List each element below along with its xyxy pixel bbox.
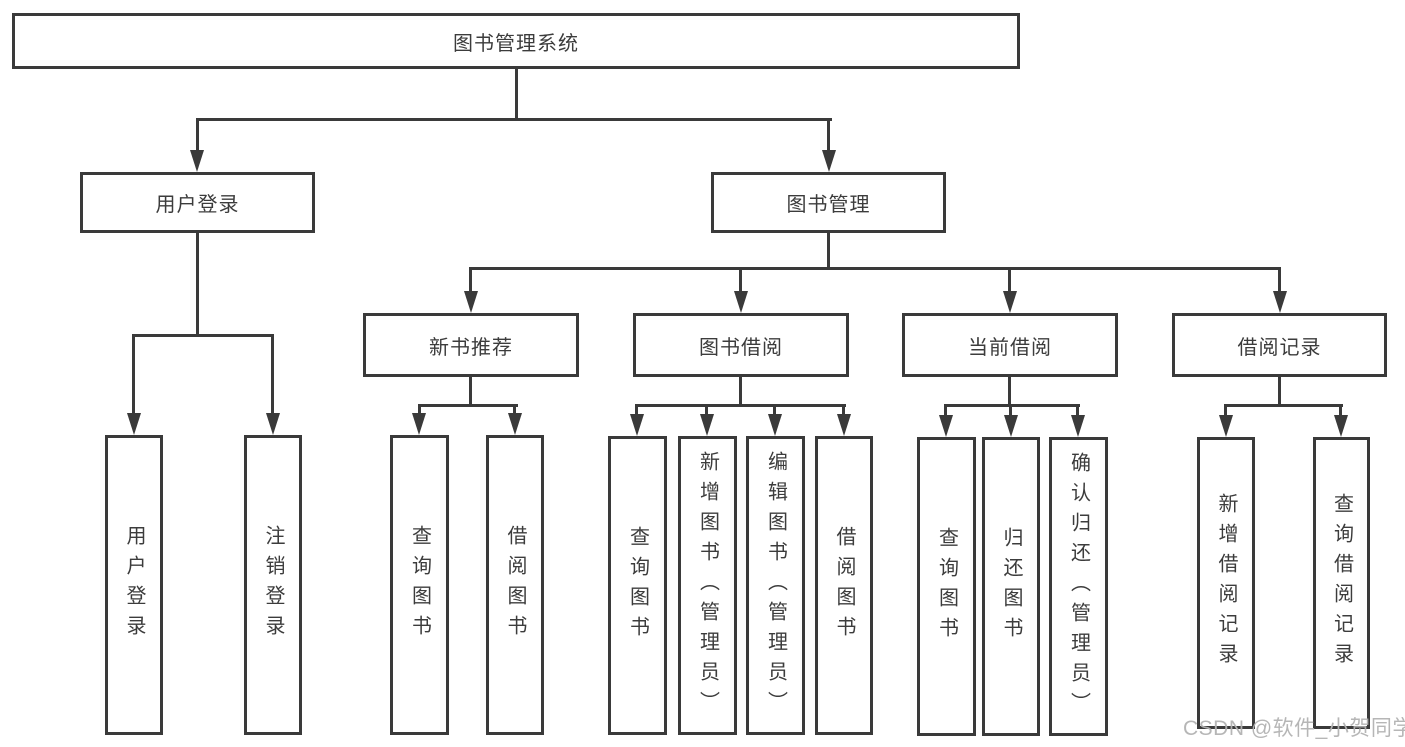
node-query-books-current: 查询图书 — [917, 437, 976, 736]
node-current-borrowing: 当前借阅 — [902, 313, 1118, 377]
connector-line — [635, 404, 846, 407]
connector-line — [132, 334, 135, 416]
arrow-down-icon — [768, 414, 782, 436]
arrow-down-icon — [700, 414, 714, 436]
arrow-down-icon — [464, 291, 478, 313]
node-library-system: 图书管理系统 — [12, 13, 1020, 69]
connector-line — [1278, 374, 1281, 406]
node-book-management: 图书管理 — [711, 172, 946, 233]
connector-line — [944, 404, 947, 418]
node-label: 查询借阅记录 — [1330, 493, 1353, 673]
connector-line — [515, 66, 518, 120]
connector-line — [1008, 374, 1011, 406]
connector-line — [196, 230, 199, 336]
arrow-down-icon — [1071, 415, 1085, 437]
arrow-down-icon — [1003, 291, 1017, 313]
arrow-down-icon — [837, 414, 851, 436]
node-label: 确认归还（管理员） — [1067, 451, 1090, 722]
connector-line — [635, 404, 638, 417]
connector-line — [1224, 404, 1227, 418]
node-new-book-recommend: 新书推荐 — [363, 313, 579, 377]
node-label: 借阅图书 — [833, 525, 855, 646]
arrow-down-icon — [1273, 291, 1287, 313]
node-confirm-return-admin: 确认归还（管理员） — [1049, 437, 1108, 736]
connector-line — [271, 334, 274, 416]
connector-line — [469, 374, 472, 406]
connector-line — [1339, 404, 1342, 418]
connector-line — [705, 404, 708, 417]
node-book-borrowing: 图书借阅 — [633, 313, 849, 377]
connector-line — [1076, 404, 1079, 418]
arrow-down-icon — [630, 414, 644, 436]
connector-line — [827, 118, 830, 154]
connector-line — [944, 404, 1080, 407]
node-label: 当前借阅 — [968, 336, 1052, 359]
connector-line — [1008, 267, 1011, 294]
arrow-down-icon — [822, 150, 836, 172]
node-return-books: 归还图书 — [982, 437, 1040, 736]
node-label: 借阅图书 — [504, 525, 526, 645]
node-user-login-leaf: 用户登录 — [105, 435, 163, 735]
node-label: 查询图书 — [626, 525, 649, 646]
connector-line — [196, 118, 199, 154]
node-label: 用户登录 — [155, 194, 240, 216]
csdn-watermark: CSDN @软件_小贺同学 — [1183, 717, 1405, 740]
node-label: 新增借阅记录 — [1215, 493, 1237, 673]
node-query-books-recommend: 查询图书 — [390, 435, 449, 735]
arrow-down-icon — [1219, 415, 1233, 437]
node-label: 编辑图书（管理员） — [764, 450, 787, 721]
connector-line — [1224, 404, 1343, 407]
arrow-down-icon — [190, 150, 204, 172]
connector-line — [842, 404, 845, 417]
arrow-down-icon — [412, 413, 426, 435]
node-label: 用户登录 — [123, 525, 145, 645]
connector-line — [513, 404, 516, 416]
connector-line — [469, 267, 472, 294]
arrow-down-icon — [939, 415, 953, 437]
node-label: 注销登录 — [262, 525, 284, 645]
node-add-borrow-record: 新增借阅记录 — [1197, 437, 1255, 729]
node-label: 查询图书 — [408, 525, 431, 645]
connector-line — [132, 334, 274, 337]
node-borrow-books-recommend: 借阅图书 — [486, 435, 544, 735]
arrow-down-icon — [734, 291, 748, 313]
node-label: 查询图书 — [935, 526, 958, 647]
arrow-down-icon — [127, 413, 141, 435]
connector-line — [469, 267, 1281, 270]
connector-line — [827, 230, 830, 270]
node-query-books-borrowing: 查询图书 — [608, 436, 667, 735]
connector-line — [739, 267, 742, 294]
node-query-borrow-record: 查询借阅记录 — [1313, 437, 1370, 729]
connector-line — [196, 118, 832, 121]
node-edit-books-admin: 编辑图书（管理员） — [746, 436, 805, 735]
node-logout: 注销登录 — [244, 435, 302, 735]
node-user-login: 用户登录 — [80, 172, 315, 233]
arrow-down-icon — [266, 413, 280, 435]
connector-line — [1278, 267, 1281, 294]
node-borrow-books-borrowing: 借阅图书 — [815, 436, 873, 735]
node-label: 图书管理 — [786, 194, 871, 216]
connector-line — [739, 374, 742, 406]
arrow-down-icon — [1334, 415, 1348, 437]
node-label: 图书借阅 — [699, 336, 783, 359]
connector-line — [418, 404, 421, 416]
connector-line — [1009, 404, 1012, 418]
connector-line — [773, 404, 776, 417]
arrow-down-icon — [508, 413, 522, 435]
node-label: 新增图书（管理员） — [696, 450, 719, 721]
node-label: 借阅记录 — [1237, 336, 1322, 359]
node-label: 图书管理系统 — [453, 32, 579, 55]
node-add-books-admin: 新增图书（管理员） — [678, 436, 737, 735]
node-label: 归还图书 — [1000, 526, 1022, 647]
connector-line — [418, 404, 518, 407]
node-borrow-records: 借阅记录 — [1172, 313, 1387, 377]
node-label: 新书推荐 — [429, 336, 513, 359]
arrow-down-icon — [1004, 415, 1018, 437]
